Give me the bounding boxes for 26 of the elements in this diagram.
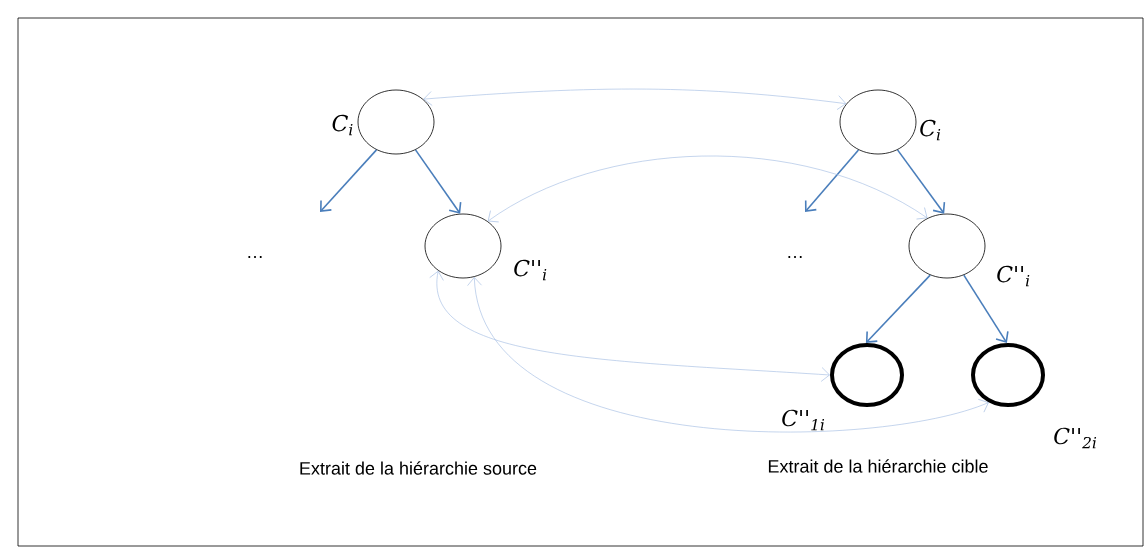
class-circle — [839, 89, 917, 155]
class-circle — [424, 213, 502, 279]
class-label: C''$_{2i}$ — [1054, 427, 1097, 449]
arrow — [865, 274, 931, 344]
class-circle — [357, 89, 435, 155]
caption-text: Extrait de la hiérarchie cible — [768, 459, 988, 473]
arrow — [896, 149, 946, 214]
ellipsis: … — [788, 256, 802, 258]
class-circle — [971, 343, 1045, 407]
arrow — [963, 274, 1009, 344]
class-label: C''$_{i}$ — [514, 259, 547, 281]
class-label: C''$_{1i}$ — [782, 409, 825, 431]
class-label: C$_{i}$ — [920, 119, 941, 141]
class-circle — [908, 213, 986, 279]
arrow — [804, 149, 860, 212]
arrow — [487, 155, 928, 223]
arrow — [467, 277, 989, 433]
caption-text: Extrait de la hiérarchie source — [300, 461, 537, 475]
arrow — [423, 88, 847, 110]
class-circle — [830, 343, 904, 407]
arrow — [320, 149, 378, 212]
arrow — [429, 270, 830, 382]
class-label: C$_{i}$ — [332, 114, 353, 136]
ellipsis: … — [248, 256, 262, 258]
class-label: C''$_{i}$ — [997, 265, 1030, 287]
arrow — [414, 149, 462, 214]
